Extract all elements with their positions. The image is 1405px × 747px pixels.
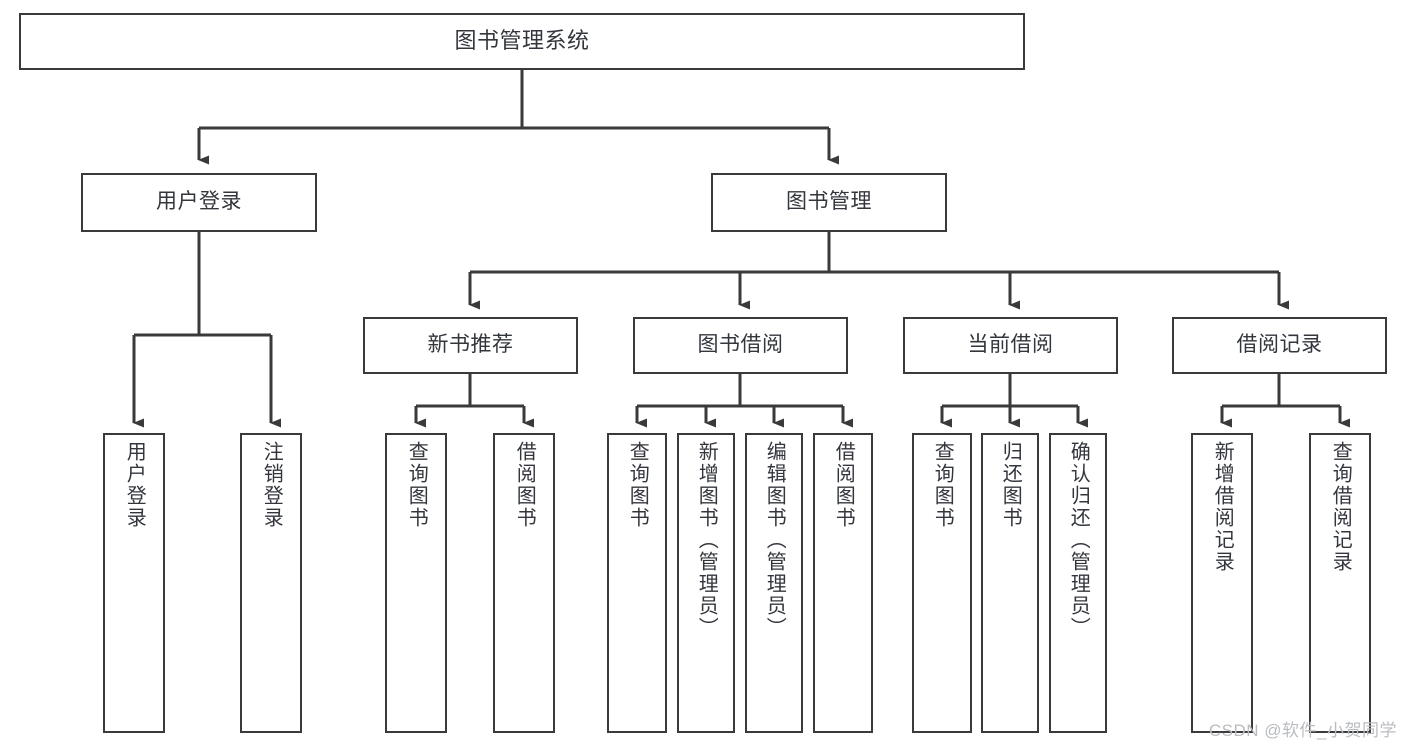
node-book-borrow[interactable]: 图书借阅 (633, 317, 848, 374)
node-root-system[interactable]: 图书管理系统 (19, 13, 1025, 70)
node-label: 新书推荐 (427, 333, 514, 357)
leaf-new-book-borrow[interactable]: 借阅图书 (493, 433, 555, 733)
node-label: 借阅图书 (832, 441, 855, 529)
node-new-book-recommend[interactable]: 新书推荐 (363, 317, 578, 374)
leaf-borrow-edit-book-admin[interactable]: 编辑图书（管理员） (745, 433, 803, 733)
node-label: 注销登录 (260, 441, 283, 529)
leaf-user-login-login[interactable]: 用户登录 (103, 433, 165, 733)
node-label: 查询图书 (405, 441, 428, 529)
leaf-current-return-book[interactable]: 归还图书 (981, 433, 1039, 733)
leaf-current-confirm-return-admin[interactable]: 确认归还（管理员） (1049, 433, 1107, 733)
node-label: 归还图书 (999, 441, 1022, 529)
leaf-new-book-query[interactable]: 查询图书 (385, 433, 447, 733)
node-label: 图书借阅 (697, 333, 784, 357)
csdn-watermark: CSDN @软件_小贺同学 (1208, 721, 1397, 740)
node-label: 借阅图书 (513, 441, 536, 529)
leaf-borrow-borrow-book[interactable]: 借阅图书 (813, 433, 873, 733)
node-label: 新增图书（管理员） (695, 441, 718, 639)
leaf-user-login-logout[interactable]: 注销登录 (240, 433, 302, 733)
node-label: 查询借阅记录 (1329, 441, 1352, 573)
leaf-borrow-add-book-admin[interactable]: 新增图书（管理员） (677, 433, 735, 733)
leaf-borrow-query-book[interactable]: 查询图书 (607, 433, 667, 733)
node-label: 借阅记录 (1236, 333, 1323, 357)
node-label: 当前借阅 (967, 333, 1054, 357)
node-user-login[interactable]: 用户登录 (81, 173, 317, 232)
node-label: 确认归还（管理员） (1067, 441, 1090, 639)
leaf-current-query-book[interactable]: 查询图书 (912, 433, 972, 733)
leaf-record-query-record[interactable]: 查询借阅记录 (1309, 433, 1371, 733)
leaf-record-add-record[interactable]: 新增借阅记录 (1191, 433, 1253, 733)
node-label: 查询图书 (626, 441, 649, 529)
node-label: 用户登录 (156, 190, 242, 214)
node-label: 新增借阅记录 (1211, 441, 1234, 573)
node-book-management[interactable]: 图书管理 (711, 173, 947, 232)
node-label: 查询图书 (931, 441, 954, 529)
node-borrow-record[interactable]: 借阅记录 (1172, 317, 1387, 374)
node-label: 用户登录 (123, 441, 146, 529)
node-current-borrow[interactable]: 当前借阅 (903, 317, 1118, 374)
node-label: 图书管理系统 (454, 28, 590, 54)
node-label: 编辑图书（管理员） (763, 441, 786, 639)
node-label: 图书管理 (786, 190, 872, 214)
